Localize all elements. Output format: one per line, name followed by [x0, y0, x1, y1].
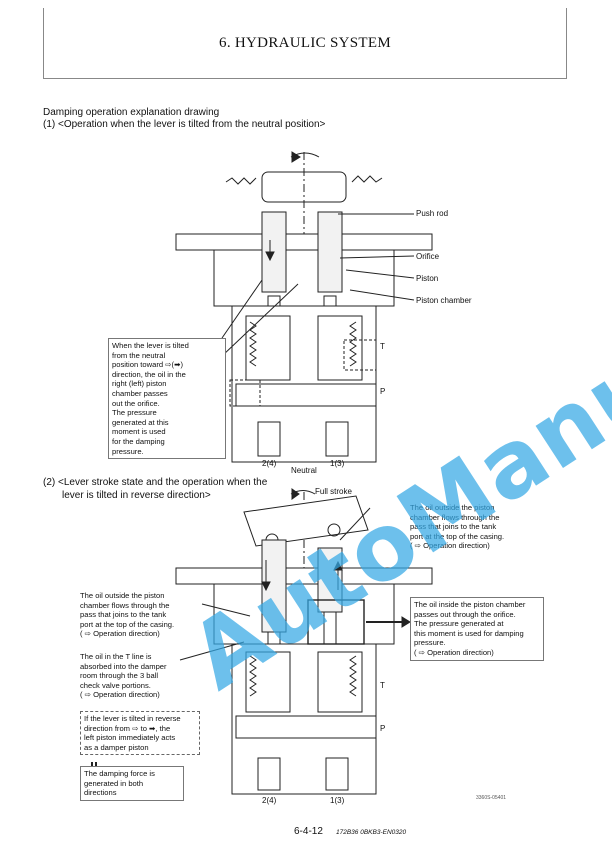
part1-caption: (1) <Operation when the lever is tilted … [43, 119, 326, 130]
doc-code: 172B36 0BKB3-EN0320 [336, 829, 407, 836]
page-title: 6. HYDRAULIC SYSTEM [219, 35, 391, 51]
label-piston-chamber: Piston chamber [416, 296, 472, 305]
note-oil-t-line: The oil in the T line is absorbed into t… [80, 652, 167, 700]
label-neutral: Neutral [291, 466, 317, 475]
label-port-p-2: P [380, 724, 386, 733]
label-port-t-1: T [380, 342, 385, 351]
label-port-right-1: 1(3) [330, 459, 345, 468]
part2-caption-line2: lever is tilted in reverse direction> [62, 490, 211, 501]
label-port-left-2: 2(4) [262, 796, 277, 805]
label-port-right-2: 1(3) [330, 796, 345, 805]
note-tilt-from-neutral: When the lever is tilted from the neutra… [108, 338, 226, 460]
label-port-t-2: T [380, 681, 385, 690]
header-frame: 6. HYDRAULIC SYSTEM [43, 8, 567, 79]
note-oil-inside-chamber: The oil inside the piston chamber passes… [410, 597, 544, 661]
section-heading: Damping operation explanation drawing [43, 107, 220, 118]
label-push-rod: Push rod [416, 209, 449, 218]
label-port-p-1: P [380, 387, 386, 396]
label-port-left-1: 2(4) [262, 459, 277, 468]
note-oil-outside-left: The oil outside the piston chamber flows… [80, 591, 175, 639]
note-reverse-tilt: If the lever is tilted in reverse direct… [80, 711, 200, 756]
label-orifice: Orifice [416, 252, 440, 261]
page-number: 6-4-12 [294, 826, 323, 837]
label-full-stroke: Full stroke [315, 487, 352, 496]
note-damping-force: The damping force is generated in both d… [80, 766, 184, 801]
drawing-code: 3360S-05401 [476, 795, 507, 801]
part2-caption-line1: (2) <Lever stroke state and the operatio… [43, 477, 268, 488]
note-oil-outside-top-right: The oil outside the piston chamber flows… [410, 503, 505, 551]
label-piston: Piston [416, 274, 439, 283]
